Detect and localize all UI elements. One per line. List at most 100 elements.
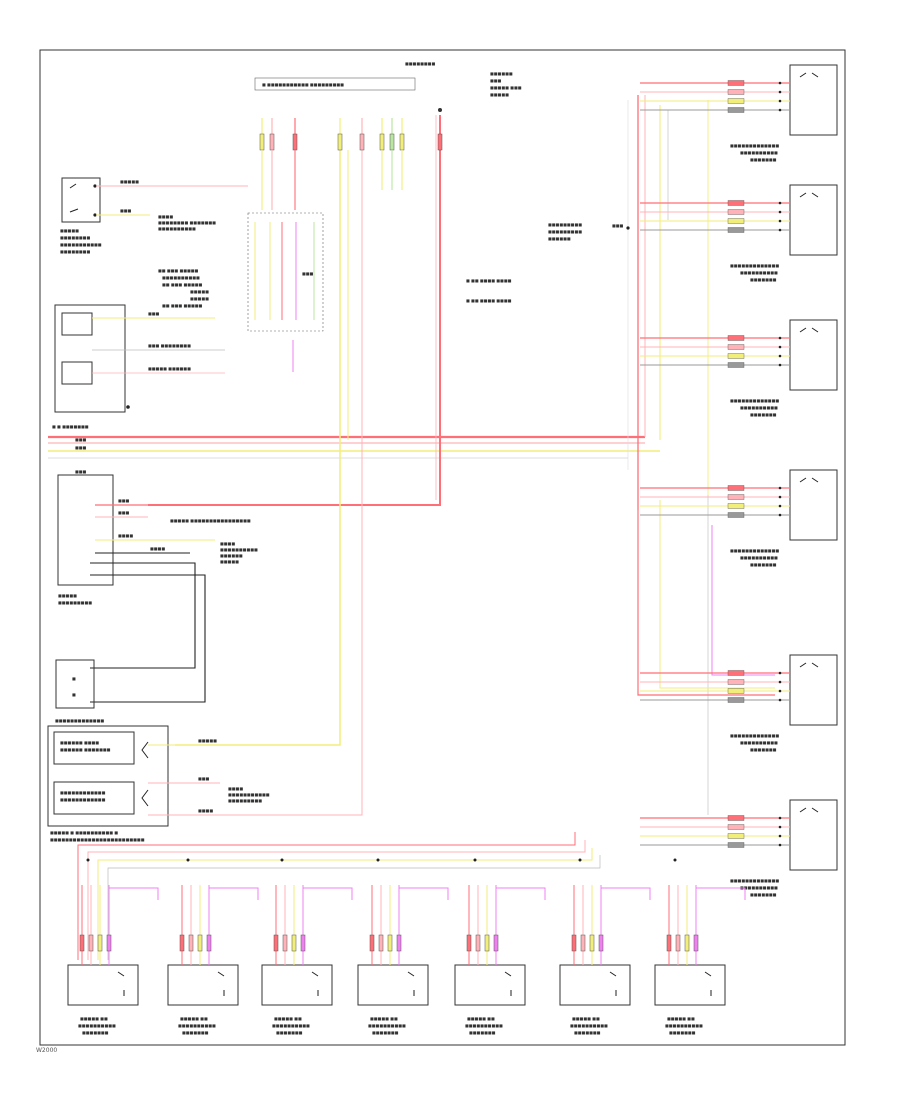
terminal: [778, 201, 782, 205]
splice-dot: [86, 858, 90, 862]
bottom-label: ■■■■■ ■■: [667, 1016, 695, 1021]
component-label: ■■■■■■■: [750, 747, 777, 752]
bottom-pin: [493, 934, 499, 952]
svg-text:■■■■■■■■ ■■■■■■■: ■■■■■■■■ ■■■■■■■: [158, 220, 216, 225]
switch-symbol: [704, 971, 712, 996]
switch-symbol: [799, 192, 819, 198]
bottom-pin: [291, 934, 297, 952]
bottom-pin: [693, 934, 699, 952]
wire-tag: [727, 209, 745, 215]
switch-symbol: [504, 971, 512, 996]
component-label: ■■■■■■■: [750, 892, 777, 897]
wire-tag: [727, 353, 745, 359]
bottom-label: ■■■■■■■: [469, 1030, 496, 1035]
bottom-pin: [282, 934, 288, 952]
svg-text:■■■■■: ■■■■■: [198, 738, 217, 743]
bottom-label: ■■■■■ ■■: [370, 1016, 398, 1021]
svg-text:■■■■■■■■■: ■■■■■■■■■: [548, 229, 582, 234]
component-label: ■■■■■■■■■■■■■: [730, 398, 779, 403]
terminal: [778, 219, 782, 223]
bottom-component: ■■■■■ ■■■■■■■■■■■■■■■■■■■: [67, 858, 159, 1035]
terminal: [778, 689, 782, 693]
terminal: [778, 816, 782, 820]
bottom-component-box: [454, 964, 526, 1006]
wire-tag: [727, 688, 745, 694]
wire-tag: [727, 80, 745, 86]
bottom-pin: [97, 934, 103, 952]
right-components: ■■■■■■■■■■■■■■■■■■■■■■■■■■■■■■■■■■■■■■■■…: [640, 64, 838, 897]
svg-text:■■ ■■■ ■■■■■: ■■ ■■■ ■■■■■: [158, 268, 199, 273]
bottom-components: ■■■■■ ■■■■■■■■■■■■■■■■■■■■■■■■ ■■■■■■■■■…: [67, 858, 746, 1035]
left-label-block: ■■ ■■■ ■■■■■ ■■■■■■■■■■ ■■ ■■■ ■■■■■ ■■■…: [158, 268, 209, 308]
connector-pin: [292, 133, 298, 151]
bottom-component: ■■■■■ ■■■■■■■■■■■■■■■■■■■: [167, 858, 259, 1035]
yellow-riser: [175, 150, 363, 816]
svg-text:■■■■■: ■■■■■: [120, 179, 139, 184]
component-label: ■■■■■■■■■■: [740, 740, 778, 745]
switch-symbol: [407, 971, 415, 996]
svg-text:■■■■■■■■■: ■■■■■■■■■: [228, 798, 262, 803]
bottom-component: ■■■■■ ■■■■■■■■■■■■■■■■■■■: [357, 858, 449, 1035]
bottom-pin: [273, 934, 279, 952]
bottom-pin: [475, 934, 481, 952]
svg-text:■■■■■: ■■■■■: [58, 593, 77, 598]
component-label: ■■■■■■■■■■■■■: [730, 733, 779, 738]
top-left-switch: ■■■■■ ■■■ ■■■■ ■■■■■■■■ ■■■■■■■ ■■■■■■■■…: [60, 177, 248, 254]
svg-text:■ ■■ ■■■■ ■■■■: ■ ■■ ■■■■ ■■■■: [466, 278, 512, 283]
terminal: [778, 336, 782, 340]
svg-text:■■■: ■■■: [118, 498, 130, 503]
component-label: ■■■■■■■■■■■■■: [730, 143, 779, 148]
terminal: [778, 354, 782, 358]
svg-text:■■■■■ ■ ■■■■■■■■■■ ■: ■■■■■ ■ ■■■■■■■■■■ ■: [50, 830, 118, 835]
terminal: [778, 90, 782, 94]
terminal: [778, 345, 782, 349]
switch-symbol: [799, 807, 819, 813]
svg-text:■■■■■■: ■■■■■■: [490, 71, 513, 76]
bottom-label: ■■■■■■■: [276, 1030, 303, 1035]
wire-tag: [727, 494, 745, 500]
bottom-component: ■■■■■ ■■■■■■■■■■■■■■■■■■■: [654, 858, 746, 1035]
wire-tag: [727, 344, 745, 350]
bottom-pin: [666, 934, 672, 952]
svg-text:■■■■■■ ■■■■: ■■■■■■ ■■■■: [60, 740, 99, 745]
svg-text:■■■■■: ■■■■■: [490, 92, 509, 97]
switch-symbol: [799, 72, 819, 78]
wire-tag: [727, 227, 745, 233]
bottom-component: ■■■■■ ■■■■■■■■■■■■■■■■■■■: [261, 858, 353, 1035]
bottom-component-box: [357, 964, 429, 1006]
terminal: [778, 210, 782, 214]
terminal: [778, 495, 782, 499]
component-label: ■■■■■■■■■■: [740, 885, 778, 890]
wire-tag: [727, 670, 745, 676]
right-component: ■■■■■■■■■■■■■■■■■■■■■■■■■■■■■■: [640, 799, 838, 897]
bottom-pin: [484, 934, 490, 952]
svg-text:■ ■■■■■■■■■■■ ■■■■■■■■■: ■ ■■■■■■■■■■■ ■■■■■■■■■: [262, 82, 344, 87]
wire-tag: [727, 335, 745, 341]
svg-text:■■ ■■■ ■■■■■: ■■ ■■■ ■■■■■: [162, 282, 203, 287]
red-riser: [148, 115, 441, 506]
terminal: [778, 671, 782, 675]
bottom-label: ■■■■■■■: [182, 1030, 209, 1035]
svg-text:■■■■■■■■■■■■: ■■■■■■■■■■■■: [60, 797, 106, 802]
svg-text:■■■■■: ■■■■■: [60, 228, 79, 233]
svg-text:■■■■■■■■■■■: ■■■■■■■■■■■: [60, 242, 102, 247]
svg-text:■■■■: ■■■■: [158, 214, 173, 219]
switch-symbol: [217, 971, 225, 996]
diagram-frame: [39, 49, 846, 1046]
svg-text:■■■: ■■■: [302, 271, 314, 276]
svg-text:■■■■■■■■■: ■■■■■■■■■: [58, 600, 92, 605]
bottom-pin: [571, 934, 577, 952]
component-label: ■■■■■■■■■■: [740, 405, 778, 410]
bottom-component-box: [654, 964, 726, 1006]
magenta-jumper: [398, 887, 449, 900]
wire-tag: [727, 842, 745, 848]
right-component: ■■■■■■■■■■■■■■■■■■■■■■■■■■■■■■: [640, 319, 838, 417]
svg-text:■■■■■■■■■■■■: ■■■■■■■■■■■■: [60, 790, 106, 795]
terminal: [778, 81, 782, 85]
magenta-jumper: [302, 887, 353, 900]
switch-symbol: [311, 971, 319, 996]
power-bus-yellow: [48, 450, 660, 459]
bottom-label: ■■■■■■■■■■: [570, 1023, 608, 1028]
